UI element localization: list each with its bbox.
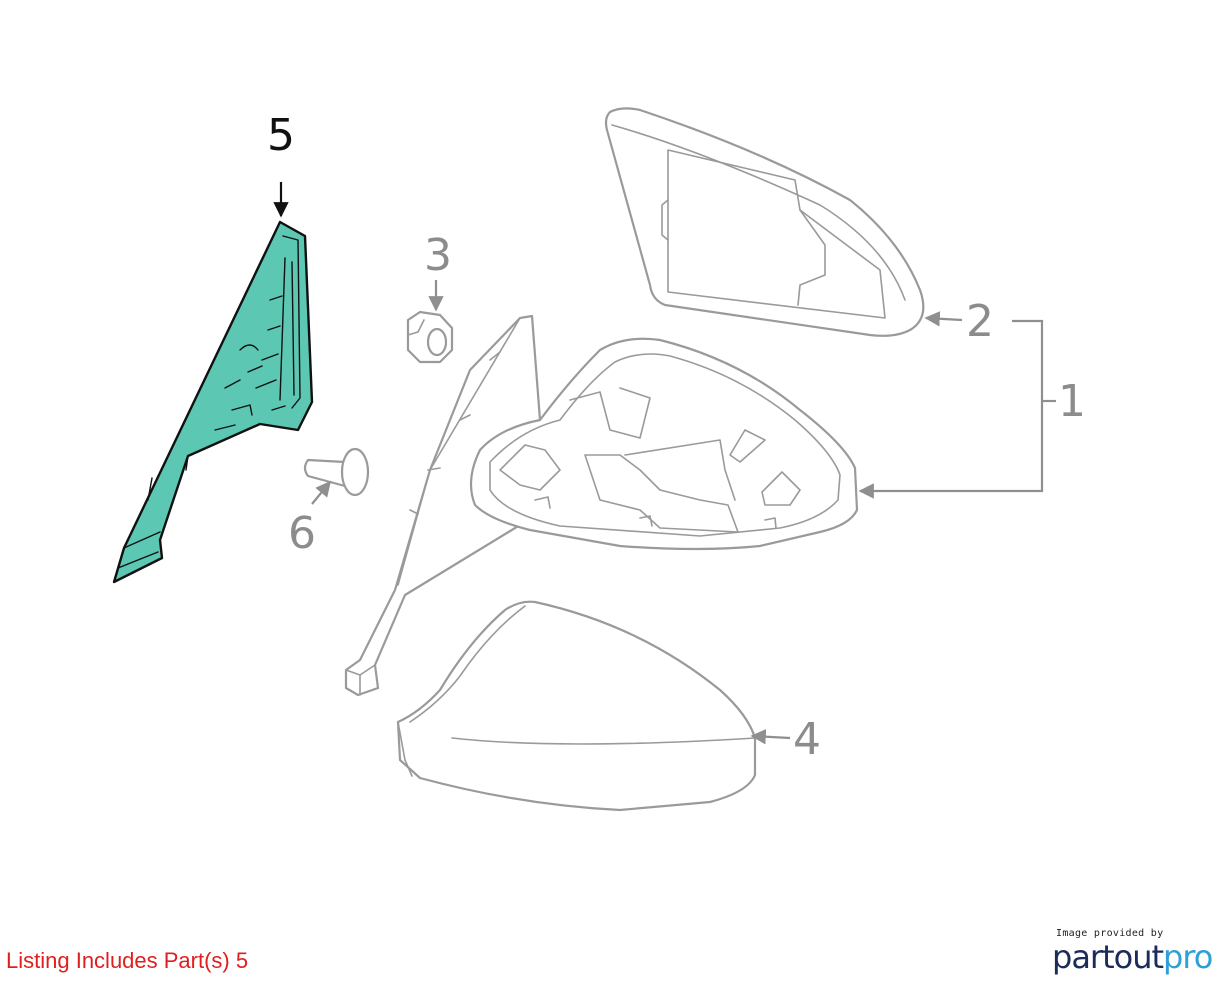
callout-5: 5 xyxy=(267,110,295,161)
nut-part xyxy=(406,310,454,364)
partoutpro-logo: partoutpro xyxy=(1052,938,1213,976)
callout-4: 4 xyxy=(793,714,821,765)
callout-3: 3 xyxy=(424,230,452,281)
pin-clip-part xyxy=(303,447,370,497)
callout-2: 2 xyxy=(966,296,994,347)
mirror-housing-part xyxy=(344,314,859,697)
listing-note: Listing Includes Part(s) 5 xyxy=(6,948,249,973)
brand-part-b: pro xyxy=(1163,938,1213,976)
trim-panel-part-highlighted xyxy=(112,220,314,584)
leader-lines xyxy=(273,182,1056,745)
mirror-cover-part xyxy=(396,600,757,812)
image-credit: Image provided by partoutpro xyxy=(1052,928,1213,976)
callout-6: 6 xyxy=(288,508,316,559)
callout-labels: 5 3 6 2 1 4 xyxy=(267,110,1086,765)
credit-caption: Image provided by xyxy=(1056,928,1164,939)
callout-1: 1 xyxy=(1058,376,1086,427)
mirror-glass-part xyxy=(604,107,925,337)
brand-part-a: partout xyxy=(1052,938,1164,976)
